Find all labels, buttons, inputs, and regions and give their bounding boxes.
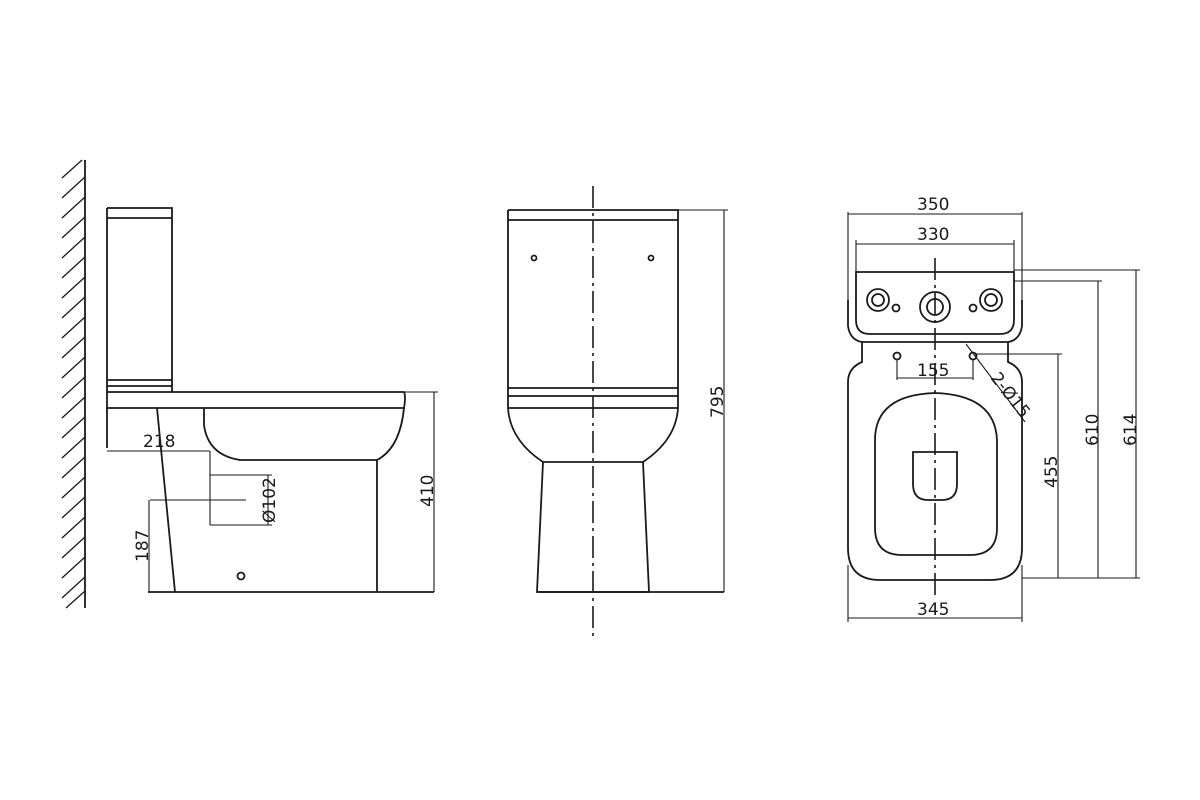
plan-cistern-width-label: 330: [917, 225, 949, 245]
plan-overall-depth-label: 614: [1121, 414, 1141, 446]
side-cistern: [106, 207, 173, 392]
center-inlet-icon: [919, 291, 951, 323]
side-view: 218 Ø102 187 410: [61, 159, 438, 609]
plan-fixing-to-front-label: 455: [1042, 456, 1062, 488]
front-view: 795: [507, 186, 728, 640]
plan-bottom-dimension: 345: [847, 565, 1023, 622]
plan-pan: [847, 342, 1023, 581]
plan-cistern-to-front-label: 610: [1083, 414, 1103, 446]
plan-view: 350 330: [847, 195, 1141, 622]
side-height-dimension: 410: [404, 391, 438, 592]
side-outlet-height-label: 187: [133, 530, 153, 562]
front-height-dimension: 795: [678, 209, 728, 592]
plan-fixing-dimension: 155 2-Ø15: [896, 343, 1034, 423]
plan-top-dimensions: 350 330: [847, 195, 1023, 300]
plan-cistern: [847, 271, 1023, 343]
front-total-height-label: 795: [708, 386, 728, 418]
wall-hatching: [61, 159, 86, 609]
plan-pan-width-label: 345: [917, 600, 949, 620]
plan-overall-width-label: 350: [917, 195, 949, 215]
side-outlet-dimension: 218 Ø102 187: [107, 432, 280, 592]
left-flush-button-icon: [866, 288, 890, 312]
plan-right-dimensions: 455 610 614: [976, 269, 1141, 579]
front-pan: [507, 407, 724, 593]
plan-fixing-spacing-label: 155: [917, 361, 949, 381]
plan-fixing-holes-label: 2-Ø15: [986, 369, 1034, 422]
right-flush-button-icon: [979, 288, 1003, 312]
side-pan-height-label: 410: [418, 475, 438, 507]
side-outlet-diameter-label: Ø102: [260, 477, 280, 523]
side-outlet-offset-label: 218: [143, 432, 175, 452]
